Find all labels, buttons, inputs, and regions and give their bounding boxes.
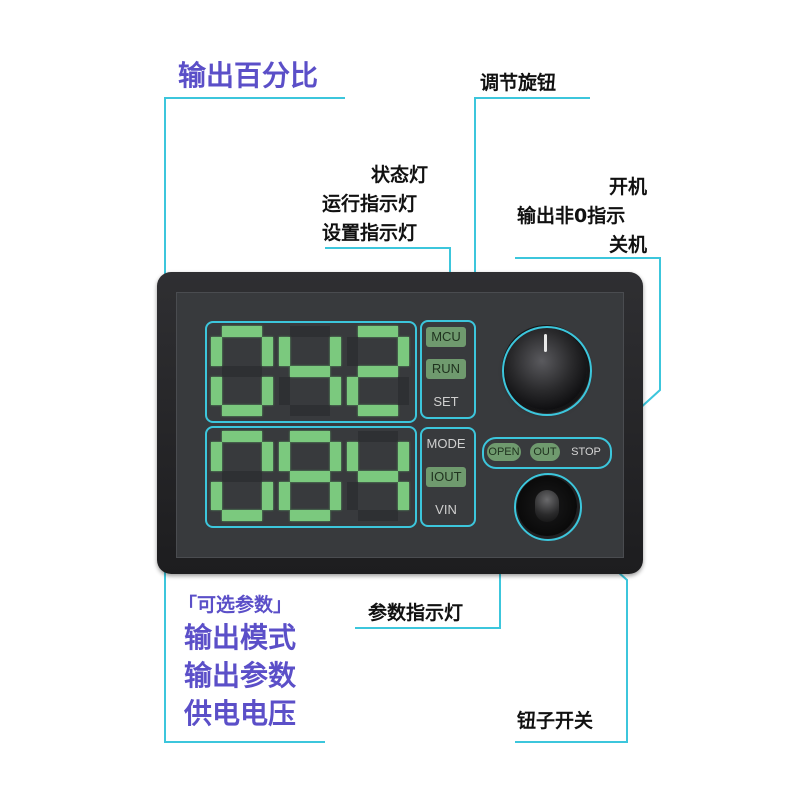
segment-d — [290, 405, 330, 416]
segment-c — [330, 481, 341, 510]
knob-label: 调节旋钮 — [480, 72, 557, 94]
segment-e — [347, 481, 358, 510]
percent-digit-2 — [279, 326, 341, 416]
power-off-label: 关机 — [609, 234, 648, 256]
segment-f — [279, 337, 290, 366]
segment-d — [222, 510, 262, 521]
segment-e — [211, 481, 222, 510]
segment-d — [290, 510, 330, 521]
segment-b — [330, 337, 341, 366]
segment-a — [222, 431, 262, 442]
power-on-label: 开机 — [609, 176, 648, 198]
segment-g — [290, 470, 330, 482]
segment-c — [330, 376, 341, 405]
segment-a — [358, 431, 398, 442]
percent-display-highlight — [205, 321, 417, 423]
segment-c — [262, 376, 273, 405]
segment-e — [347, 376, 358, 405]
segment-g — [222, 470, 262, 482]
segment-a — [290, 431, 330, 442]
supply-voltage-label: 供电电压 — [184, 697, 297, 730]
segment-f — [347, 442, 358, 471]
param-led-label: 参数指示灯 — [368, 602, 464, 624]
output-mode-label: 输出模式 — [184, 621, 297, 654]
percent-digit-3 — [347, 326, 409, 416]
percent-digit-1 — [211, 326, 273, 416]
segment-a — [222, 326, 262, 337]
segment-g — [290, 365, 330, 377]
led-run: RUN — [426, 359, 466, 379]
power-leds-highlight — [482, 437, 612, 469]
segment-b — [398, 442, 409, 471]
segment-d — [222, 405, 262, 416]
run-indicator-label: 运行指示灯 — [322, 193, 418, 215]
segment-g — [358, 470, 398, 482]
optional-params-label: 「可选参数」 — [178, 594, 293, 616]
led-stop: STOP — [571, 446, 601, 458]
output-nonzero-label: 输出非0指示 — [517, 205, 626, 227]
output-param-label: 输出参数 — [184, 659, 297, 692]
segment-e — [211, 376, 222, 405]
segment-f — [347, 337, 358, 366]
toggle-switch-label: 钮子开关 — [517, 710, 594, 732]
segment-a — [358, 326, 398, 337]
toggle-highlight — [514, 473, 582, 541]
knob-highlight — [502, 326, 592, 416]
segment-c — [398, 376, 409, 405]
segment-e — [279, 376, 290, 405]
segment-c — [262, 481, 273, 510]
led-iout: IOUT — [426, 467, 466, 487]
param-digit-1 — [211, 431, 273, 521]
segment-f — [211, 442, 222, 471]
segment-b — [330, 442, 341, 471]
segment-c — [398, 481, 409, 510]
param-display-highlight — [205, 426, 417, 528]
segment-b — [398, 337, 409, 366]
param-digit-3 — [347, 431, 409, 521]
segment-d — [358, 510, 398, 521]
led-out: OUT — [530, 443, 560, 461]
segment-e — [279, 481, 290, 510]
param-leds-highlight — [420, 427, 476, 527]
led-vin: VIN — [435, 502, 457, 517]
segment-b — [262, 337, 273, 366]
output-percent-label: 输出百分比 — [178, 59, 319, 92]
segment-b — [262, 442, 273, 471]
set-indicator-label: 设置指示灯 — [322, 222, 418, 244]
param-digit-2 — [279, 431, 341, 521]
segment-d — [358, 405, 398, 416]
segment-g — [222, 365, 262, 377]
segment-f — [211, 337, 222, 366]
status-light-label: 状态灯 — [371, 164, 429, 186]
status-leds-highlight — [420, 320, 476, 419]
led-mcu: MCU — [426, 327, 466, 347]
segment-g — [358, 365, 398, 377]
segment-f — [279, 442, 290, 471]
led-mode: MODE — [426, 436, 466, 451]
led-set: SET — [433, 394, 459, 409]
segment-a — [290, 326, 330, 337]
